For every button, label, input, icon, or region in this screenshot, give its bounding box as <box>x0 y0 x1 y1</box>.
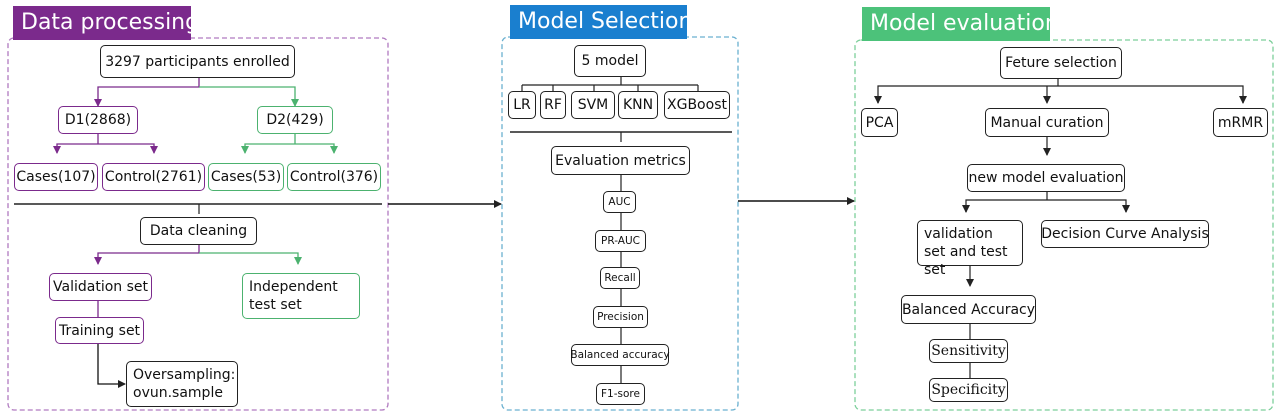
node-metric-pr-auc: PR-AUC <box>595 230 646 252</box>
node-metric-auc: AUC <box>603 191 636 213</box>
node-feature-selection: Feture selection <box>1000 47 1122 79</box>
node-model-lr: LR <box>508 91 536 119</box>
node-pca: PCA <box>861 108 898 137</box>
node-d1-control: Control(2761) <box>102 163 205 191</box>
split-d1 <box>56 143 155 152</box>
data-processing-panel <box>7 37 389 411</box>
node-5-model: 5 model <box>574 45 646 77</box>
split-participants-green <box>199 86 299 107</box>
node-d2-cases: Cases(53) <box>208 163 284 191</box>
node-oversampling: Oversampling: ovun.sample <box>126 361 238 407</box>
node-mrmr: mRMR <box>1213 108 1268 137</box>
node-model-svm: SVM <box>571 91 615 119</box>
node-manual-curation: Manual curation <box>985 108 1109 137</box>
node-balanced-accuracy: Balanced Accuracy <box>901 295 1036 324</box>
node-d1: D1(2868) <box>58 106 138 134</box>
node-validation-set: Validation set <box>49 273 152 301</box>
node-model-knn: KNN <box>618 91 658 119</box>
split-d2 <box>244 143 335 152</box>
node-data-cleaning: Data cleaning <box>140 217 257 245</box>
node-model-rf: RF <box>540 91 566 119</box>
section-title-model-selection: Model Selection <box>510 5 692 39</box>
node-specificity: Specificity <box>929 378 1008 402</box>
node-metric-f1: F1-sore <box>596 383 645 405</box>
node-evaluation-metrics: Evaluation metrics <box>551 146 690 175</box>
node-training-set: Training set <box>55 317 144 344</box>
node-model-xgboost: XGBoost <box>664 91 730 119</box>
section-title-data-processing: Data processing <box>13 6 199 40</box>
node-metric-recall: Recall <box>600 267 640 289</box>
node-d2-control: Control(376) <box>287 163 381 191</box>
node-validation-test: validation set and test set <box>917 220 1023 278</box>
node-d1-cases: Cases(107) <box>14 163 98 191</box>
node-participants: 3297 participants enrolled <box>100 45 295 78</box>
node-independent-test-set: Independent test set <box>242 273 360 319</box>
new-eval-branch <box>965 199 1127 212</box>
node-metric-balanced-accuracy: Balanced accuracy <box>570 344 670 366</box>
feature-branch <box>877 85 1244 103</box>
node-new-model-evaluation: new model evaluation <box>967 164 1125 192</box>
section-title-model-evaluation: Model evaluation <box>862 7 1059 41</box>
split-cleaning-green <box>199 252 302 265</box>
node-sensitivity: Sensitivity <box>929 339 1008 363</box>
split-participants-purple <box>94 78 200 107</box>
split-cleaning-purple <box>94 245 200 265</box>
arrow-training-oversampling <box>97 344 126 388</box>
node-decision-curve: Decision Curve Analysis <box>1041 220 1209 248</box>
node-metric-precision: Precision <box>593 306 648 328</box>
model-evaluation-panel <box>854 39 1274 411</box>
node-d2: D2(429) <box>257 106 333 134</box>
